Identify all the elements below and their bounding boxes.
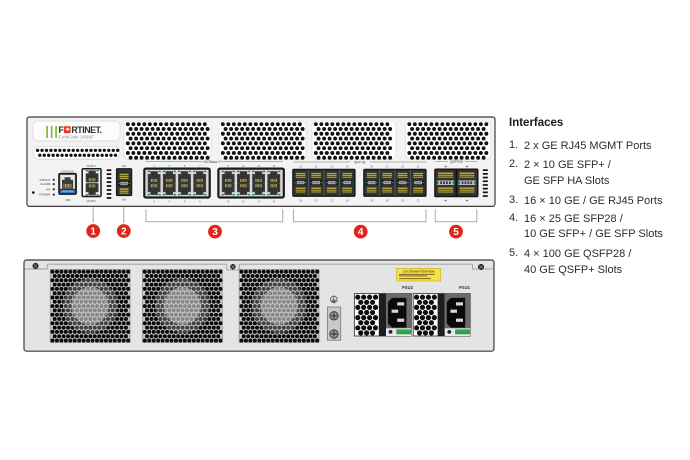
svg-text:HA1: HA1 <box>122 164 128 168</box>
svg-text:8: 8 <box>199 199 201 203</box>
svg-text:CONSOLE: CONSOLE <box>61 170 74 174</box>
svg-text:16: 16 <box>272 199 275 203</box>
svg-text:5: 5 <box>184 164 186 168</box>
svg-text:31: 31 <box>417 165 420 169</box>
svg-text:20: 20 <box>315 199 318 203</box>
svg-text:USB: USB <box>65 198 71 202</box>
svg-text:2: 2 <box>153 199 155 203</box>
svg-text:24: 24 <box>346 199 349 203</box>
svg-text:CAUTION/ATTENTION: CAUTION/ATTENTION <box>403 269 434 273</box>
svg-text:3: 3 <box>212 227 218 238</box>
svg-text:MGMT2: MGMT2 <box>87 199 97 203</box>
svg-text:14: 14 <box>257 199 260 203</box>
svg-text:PSU2: PSU2 <box>402 285 414 290</box>
svg-text:28: 28 <box>386 199 389 203</box>
svg-text:9: 9 <box>228 164 230 168</box>
svg-text:SFP 28: SFP 28 <box>354 160 365 164</box>
svg-text:19: 19 <box>315 165 318 169</box>
svg-text:10GBase-T: 10GBase-T <box>203 160 220 164</box>
svg-text:15: 15 <box>272 164 275 168</box>
svg-text:18: 18 <box>299 199 302 203</box>
svg-text:1: 1 <box>90 227 96 238</box>
svg-text:10: 10 <box>227 199 230 203</box>
svg-text:6: 6 <box>184 199 186 203</box>
svg-text:4: 4 <box>358 227 364 238</box>
svg-text:30: 30 <box>401 199 404 203</box>
svg-text:QSFP28: QSFP28 <box>450 160 463 164</box>
svg-text:FortiGate 2600F: FortiGate 2600F <box>59 135 95 141</box>
svg-text:4: 4 <box>169 199 171 203</box>
svg-text:ALARM: ALARM <box>40 182 51 186</box>
svg-text:MGMT1: MGMT1 <box>87 164 97 168</box>
svg-text:7: 7 <box>199 164 201 168</box>
svg-text:22: 22 <box>330 199 333 203</box>
svg-text:3: 3 <box>169 164 171 168</box>
svg-text:17: 17 <box>299 165 302 169</box>
svg-text:2: 2 <box>121 227 127 238</box>
svg-text:5: 5 <box>453 227 459 238</box>
svg-text:32: 32 <box>417 199 420 203</box>
svg-text:27: 27 <box>386 165 389 169</box>
svg-text:13: 13 <box>257 164 260 168</box>
svg-text:21: 21 <box>330 165 333 169</box>
svg-text:F: F <box>59 125 65 135</box>
svg-text:STATUS: STATUS <box>39 178 50 182</box>
svg-text:11: 11 <box>242 164 245 168</box>
svg-text:HA: HA <box>46 187 50 191</box>
svg-text:23: 23 <box>346 165 349 169</box>
svg-text:26: 26 <box>370 199 373 203</box>
svg-text:12: 12 <box>242 199 245 203</box>
svg-text:POWER: POWER <box>39 193 50 197</box>
svg-text:HA2: HA2 <box>122 197 128 201</box>
svg-text:RTINET.: RTINET. <box>71 125 101 135</box>
svg-text:29: 29 <box>401 165 404 169</box>
svg-text:1: 1 <box>153 164 155 168</box>
svg-text:25: 25 <box>370 165 373 169</box>
svg-text:PSU1: PSU1 <box>459 285 471 290</box>
